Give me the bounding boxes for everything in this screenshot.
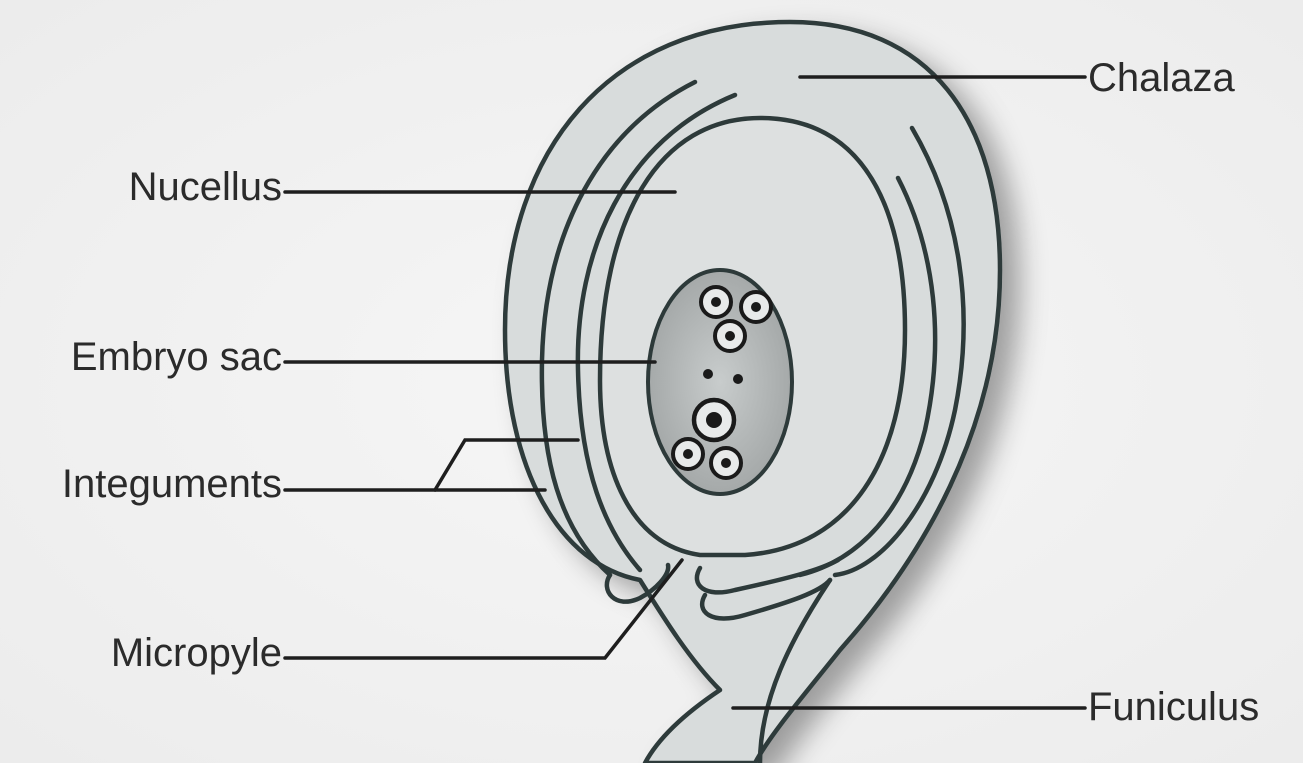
label-micropyle: Micropyle xyxy=(111,631,282,675)
label-embryo-sac: Embryo sac xyxy=(71,335,282,379)
label-nucellus: Nucellus xyxy=(129,165,282,209)
label-integuments: Integuments xyxy=(62,462,282,506)
label-funiculus: Funiculus xyxy=(1088,685,1259,729)
label-chalaza: Chalaza xyxy=(1088,56,1236,100)
